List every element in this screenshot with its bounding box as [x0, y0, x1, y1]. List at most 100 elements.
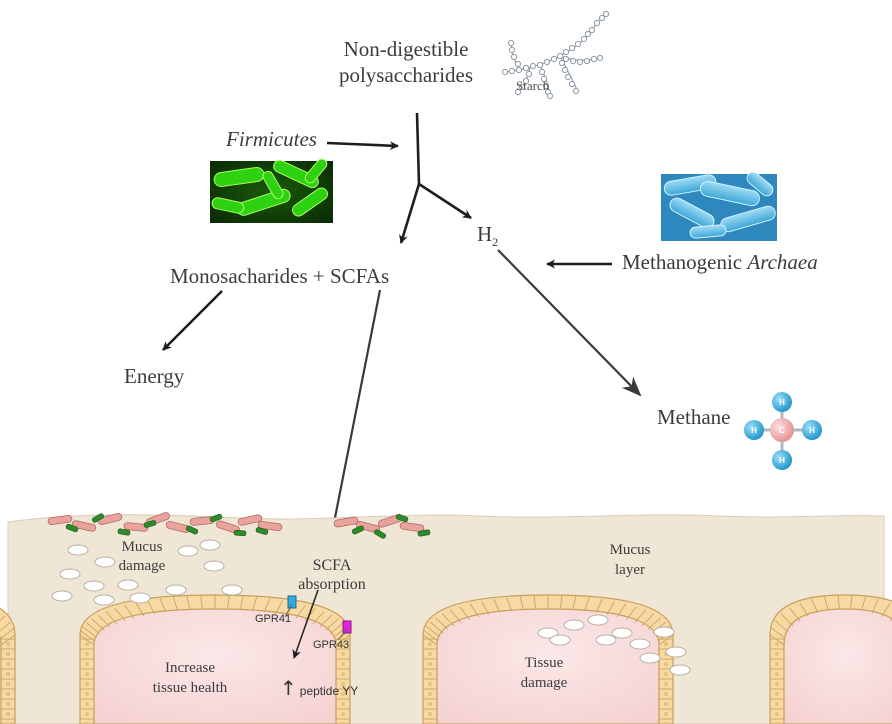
starch-bead	[540, 75, 548, 83]
atom-c: C	[779, 426, 785, 435]
mucus-vesicle	[629, 638, 651, 650]
surface-bacterium-green	[185, 525, 199, 535]
gpr43-receptor-icon	[342, 620, 352, 634]
surface-bacterium	[47, 514, 73, 526]
starch-bead	[596, 54, 604, 62]
tissue-health-label: Increase tissue health	[130, 658, 250, 698]
surface-bacterium	[399, 521, 425, 533]
mucus-vesicle	[549, 634, 571, 646]
starch-label: Starch	[516, 78, 550, 93]
starch-bead	[588, 26, 596, 34]
polysaccharides-line2: polysaccharides	[338, 63, 474, 87]
mucus-vesicle	[51, 590, 73, 602]
surface-bacterium	[257, 520, 283, 532]
polysaccharides-label: Non-digestible polysaccharides	[326, 36, 486, 88]
starch-bead	[525, 70, 533, 78]
starch-bead	[546, 92, 554, 100]
scfa-absorption-line1: SCFA	[312, 557, 352, 574]
starch-bead	[508, 67, 516, 75]
starch-bead	[556, 52, 564, 60]
atom-h-right: H	[809, 426, 815, 435]
surface-bacterium-green	[143, 520, 157, 528]
mucus-vesicle	[587, 614, 609, 626]
arrow-to-methane	[497, 249, 642, 397]
starch-bead	[562, 48, 570, 56]
starch-bead	[522, 64, 530, 72]
starch-bead	[514, 60, 522, 68]
mucus-vesicle	[83, 580, 105, 592]
mucus-vesicle	[67, 544, 89, 556]
firmicutes-arrow	[326, 141, 399, 151]
starch-bead	[508, 46, 516, 54]
pathway-stem	[415, 112, 421, 185]
starch-bead	[590, 55, 598, 63]
arrow-to-h2	[418, 182, 472, 220]
surface-bacterium-green	[117, 528, 131, 536]
h2-label: H2	[477, 222, 498, 250]
mucus-vesicle	[177, 545, 199, 557]
starch-bead	[529, 62, 537, 70]
starch-bead	[510, 53, 518, 61]
starch-bead	[593, 19, 601, 27]
starch-bead	[522, 77, 530, 85]
peptide-yy-label: ↑ peptide YY	[280, 676, 358, 700]
firmicutes-bacteria-image	[210, 158, 333, 223]
methanogenic-genus: Archaea	[747, 250, 818, 274]
surface-bacterium-green	[395, 513, 409, 523]
arrow-to-absorption	[325, 289, 382, 545]
starch-bead	[514, 88, 522, 96]
starch-bead	[574, 40, 582, 48]
mucus-layer-label: Mucus layer	[590, 540, 670, 580]
starch-bead	[568, 44, 576, 52]
mucus-vesicle	[117, 579, 139, 591]
mucus-damage-line1: Mucus	[121, 539, 163, 555]
mucus-damage-line2: damage	[118, 558, 166, 574]
starch-bead	[536, 61, 544, 69]
mucus-vesicle	[221, 584, 243, 596]
gut-epithelium-illustration	[0, 512, 892, 724]
starch-bead	[568, 80, 576, 88]
starch-bead	[558, 59, 566, 67]
starch-bead	[583, 57, 591, 65]
starch-bead	[542, 82, 550, 90]
tissue-health-line1: Increase	[165, 660, 215, 676]
starch-bead	[572, 87, 580, 95]
starch-bead	[515, 66, 523, 74]
tissue-health-line2: tissue health	[152, 680, 228, 696]
surface-bacterium-green	[417, 529, 431, 537]
gpr43-label: GPR43	[313, 639, 350, 651]
starch-bead	[598, 14, 606, 22]
peptide-yy-text: peptide YY	[299, 684, 359, 698]
mucus-layer-line2: layer	[615, 562, 645, 578]
arrow-to-energy	[162, 290, 223, 351]
starch-bead	[543, 58, 551, 66]
mucus-vesicle	[59, 568, 81, 580]
starch-bead	[538, 68, 546, 76]
mucus-vesicle	[203, 560, 225, 572]
methane-molecule-icon: H H H H C	[744, 392, 822, 470]
mucus-vesicle	[669, 664, 691, 676]
mucus-vesicle	[537, 627, 559, 639]
monosaccharides-scfa-label: Monosacharides + SCFAs	[170, 264, 390, 288]
tissue-damage-line2: damage	[520, 675, 568, 691]
starch-bead	[564, 73, 572, 81]
mucus-vesicle	[129, 592, 151, 604]
mucus-layer-line1: Mucus	[609, 542, 651, 558]
atom-h-left: H	[751, 426, 757, 435]
surface-bacterium	[123, 522, 149, 532]
methanogenic-prefix: Methanogenic	[622, 250, 748, 274]
mucus-vesicle	[93, 594, 115, 606]
mucus-vesicle	[94, 556, 116, 568]
starch-bead	[584, 30, 592, 38]
surface-bacterium	[97, 513, 123, 525]
arrow-to-scfa	[399, 183, 421, 244]
scfa-absorption-label: SCFA absorption	[282, 556, 382, 594]
surface-bacterium	[333, 516, 359, 528]
starch-bead	[576, 58, 584, 66]
mucus-vesicle	[653, 626, 675, 638]
starch-bead	[507, 39, 515, 47]
tissue-damage-line1: Tissue	[524, 655, 564, 671]
atom-h-top: H	[779, 398, 785, 407]
surface-bacterium-green	[91, 513, 105, 523]
surface-bacterium	[355, 521, 381, 533]
